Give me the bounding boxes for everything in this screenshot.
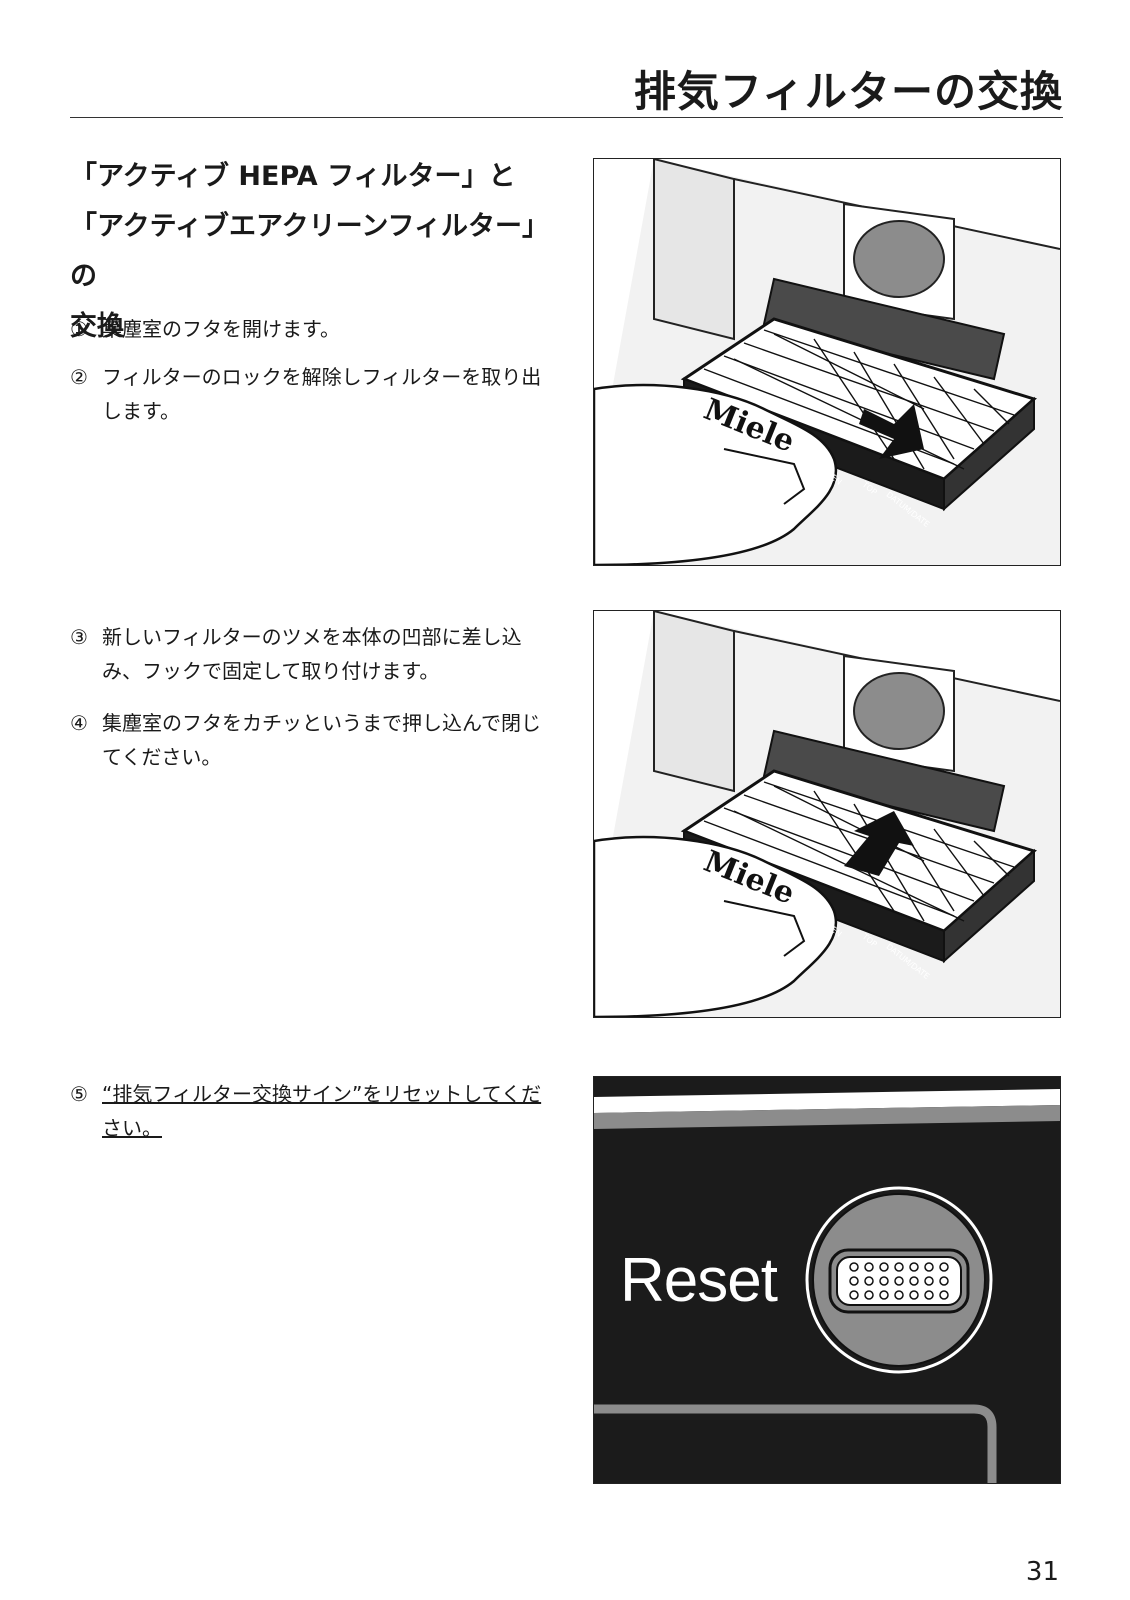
step-5-link[interactable]: “排気フィルター交換サイン”をリセットしてください。	[102, 1082, 542, 1140]
reset-button[interactable]	[808, 1186, 992, 1370]
step-2: ② フィルターのロックを解除しフィルターを取り出します。	[70, 360, 550, 428]
figure-reset-panel	[593, 1076, 1061, 1484]
page-number: 31	[1025, 1557, 1059, 1587]
figure-insert-filter	[593, 610, 1061, 1018]
section-heading-line-1: 「アクティブ HEPA フィルター」と	[70, 161, 516, 192]
step-number: ⑤	[70, 1082, 88, 1106]
step-3: ③ 新しいフィルターのツメを本体の凹部に差し込み、フックで固定して取り付けます。	[70, 620, 550, 688]
reset-label: Reset	[620, 1246, 778, 1315]
step-4: ④ 集塵室のフタをカチッというまで押し込んで閉じてください。	[70, 706, 550, 774]
step-number: ④	[70, 711, 88, 735]
step-text: 集塵室のフタを開けます。	[102, 317, 340, 341]
section-heading-line-2: 「アクティブエアクリーンフィルター」の	[70, 211, 549, 292]
step-number: ③	[70, 625, 88, 649]
title-divider	[70, 117, 1063, 118]
step-text: 集塵室のフタをカチッというまで押し込んで閉じてください。	[102, 711, 541, 769]
step-number: ①	[70, 317, 88, 341]
page-title: 排気フィルターの交換	[633, 67, 1063, 116]
section-heading-line-3: 交換	[70, 311, 124, 342]
step-text: フィルターのロックを解除しフィルターを取り出します。	[102, 365, 542, 423]
step-number: ②	[70, 365, 88, 389]
section-heading: 「アクティブ HEPA フィルター」と 「アクティブエアクリーンフィルター」の …	[70, 152, 560, 352]
step-1: ① 集塵室のフタを開けます。	[70, 312, 550, 346]
step-5: ⑤ “排気フィルター交換サイン”をリセットしてください。	[70, 1077, 550, 1145]
step-text: 新しいフィルターのツメを本体の凹部に差し込み、フックで固定して取り付けます。	[102, 625, 522, 683]
figure-remove-filter	[593, 158, 1061, 566]
